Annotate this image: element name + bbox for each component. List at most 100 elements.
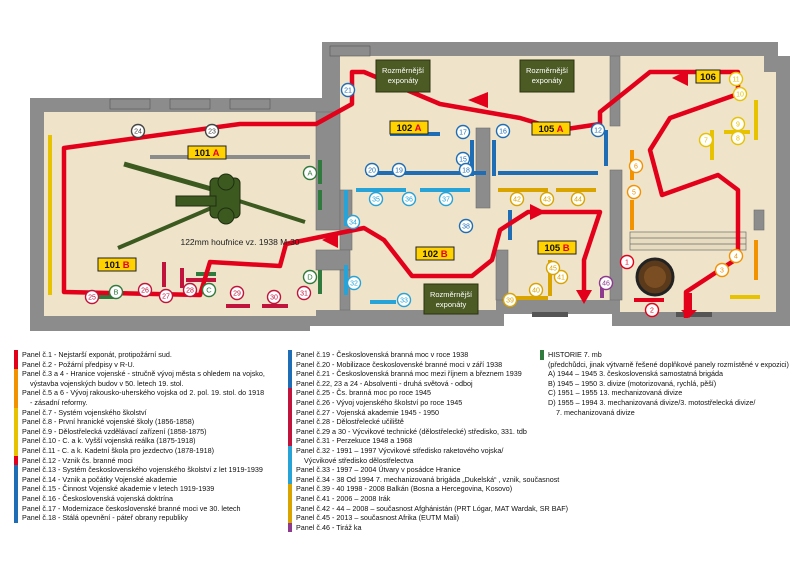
svg-text:105 B: 105 B	[544, 243, 569, 254]
svg-text:31: 31	[300, 291, 308, 298]
legend-text: Panel č.29 a 30 - Výcvikové technické (d…	[296, 426, 527, 436]
legend-swatch	[14, 436, 18, 446]
legend-text: (předchůdci, jinak výtvarně řešené doplň…	[548, 359, 789, 369]
legend-text: Panel č.13 - Systém československého voj…	[22, 465, 263, 475]
legend-swatch	[14, 513, 18, 523]
legend-text: Panel č.42 - 44 – 2008 – současnost Afgh…	[296, 503, 569, 513]
svg-text:3: 3	[720, 268, 724, 275]
legend-swatch	[288, 407, 292, 418]
panel-marker-18: 18	[458, 162, 474, 178]
panel-marker-44: 44	[570, 191, 586, 207]
legend-row: Panel č.45 - 2013 – současnost Afrika (E…	[288, 513, 568, 523]
legend-row: Panel č.5 a 6 - Vývoj rakousko-uherského…	[14, 388, 265, 398]
legend-swatch	[288, 397, 292, 408]
legend-text: Panel č.1 - Nejstarší exponát, protipožá…	[22, 350, 172, 359]
panel-marker-1: 1	[619, 254, 635, 270]
legend-swatch	[14, 359, 18, 370]
legend-text: Panel č.31 - Perzekuce 1948 a 1968	[296, 436, 413, 446]
exhibit-box-label: Rozměrnější	[382, 66, 425, 75]
legend-text: Panel č.26 - Vývoj vojenského školství p…	[296, 397, 463, 407]
svg-text:38: 38	[462, 224, 470, 231]
legend-row: Výcvikové středisko dělostřelectva	[288, 455, 568, 466]
svg-text:16: 16	[499, 129, 507, 136]
panel-marker-28: 28	[182, 282, 198, 298]
svg-text:26: 26	[141, 288, 149, 295]
legend-row: A) 1944 – 1945 3. československá samosta…	[540, 369, 789, 379]
panel-marker-37: 37	[438, 191, 454, 207]
legend-swatch	[288, 378, 292, 389]
exhibit-box-label: Rozměrnější	[526, 66, 569, 75]
panel-marker-43: 43	[539, 191, 555, 207]
svg-text:23: 23	[208, 129, 216, 136]
svg-text:B: B	[113, 288, 118, 297]
panel-marker-34: 34	[345, 214, 361, 230]
svg-text:12: 12	[594, 128, 602, 135]
legend-row: Panel č.10 - C. a k. Vyšší vojenská reál…	[14, 436, 265, 446]
panel-marker-17: 17	[455, 124, 471, 140]
panel-marker-2: 2	[644, 302, 660, 318]
panel-marker-19: 19	[391, 162, 407, 178]
legend-row: Panel č.22, 23 a 24 - Absolventi - druhá…	[288, 378, 568, 389]
svg-text:18: 18	[462, 168, 470, 175]
legend-text: Panel č.11 - C. a k. Kadetní škola pro j…	[22, 445, 215, 455]
panel-marker-45: 45	[545, 260, 561, 276]
legend-swatch	[288, 445, 292, 456]
legend-text: Panel č.5 a 6 - Vývoj rakousko-uherského…	[22, 388, 265, 398]
legend-col3: HISTORIE 7. mb(předchůdci, jinak výtvarn…	[540, 350, 789, 417]
legend-text: Panel č.39 - 40 1998 - 2008 Balkán (Bosn…	[296, 484, 513, 494]
svg-text:30: 30	[270, 295, 278, 302]
panel-marker-24: 24	[130, 123, 146, 139]
svg-text:101 A: 101 A	[194, 148, 219, 159]
legend-swatch	[14, 378, 18, 389]
panel-marker-36: 36	[401, 191, 417, 207]
exhibit-box-label: exponáty	[436, 300, 467, 309]
legend-text: Panel č.33 - 1997 – 2004 Útvary v posádc…	[296, 465, 461, 475]
legend-swatch	[540, 379, 544, 389]
legend-row: Panel č.34 - 38 Od 1994 7. mechanizovaná…	[288, 474, 568, 485]
room-label-102b: 102 B	[415, 246, 455, 261]
legend-row: 7. mechanizovaná divize	[540, 408, 789, 418]
legend-text: Panel č.28 - Dělostřelecké učiliště	[296, 417, 404, 427]
legend-swatch	[288, 465, 292, 475]
panel-marker-35: 35	[368, 191, 384, 207]
legend-row: C) 1951 – 1955 13. mechanizovaná divize	[540, 388, 789, 398]
floor-plan: Rozměrnější exponáty Rozměrnější exponát…	[30, 42, 790, 331]
legend-row: Panel č.32 - 1991 – 1997 Výcvikové střed…	[288, 445, 568, 456]
legend-text: Panel č.22, 23 a 24 - Absolventi - druhá…	[296, 378, 473, 388]
legend-text: B) 1945 – 1950 3. divize (motorizovaná, …	[548, 378, 717, 388]
legend-row: B) 1945 – 1950 3. divize (motorizovaná, …	[540, 379, 789, 389]
legend-row: - zásadní reformy.	[14, 397, 265, 408]
legend-row: Panel č.14 - Vznik a počátky Vojenské ak…	[14, 474, 265, 485]
svg-text:41: 41	[557, 275, 565, 282]
panel-marker-16: 16	[495, 123, 511, 139]
legend-row: (předchůdci, jinak výtvarně řešené doplň…	[540, 360, 789, 370]
legend-swatch	[288, 388, 292, 398]
svg-text:42: 42	[513, 197, 521, 204]
legend-text: Panel č.9 - Dělostřelecká vzdělávací zař…	[22, 426, 207, 436]
panel-marker-25: 25	[84, 289, 100, 305]
svg-text:6: 6	[634, 164, 638, 171]
legend-swatch	[14, 388, 18, 398]
legend-text: Panel č.19 - Československá branná moc v…	[296, 350, 469, 359]
route-path	[61, 69, 741, 318]
legend-text: D) 1955 – 1994 3. mechanizovaná divize/3…	[548, 397, 756, 407]
legend-swatch	[14, 397, 18, 408]
legend-row: Panel č.13 - Systém československého voj…	[14, 465, 265, 475]
panel-marker-3: 3	[714, 262, 730, 278]
exhibit-box-label: exponáty	[388, 76, 419, 85]
legend-swatch	[540, 398, 544, 408]
legend-row: Panel č.39 - 40 1998 - 2008 Balkán (Bosn…	[288, 484, 568, 494]
legend-row: Panel č.25 - Čs. branná moc po roce 1945	[288, 388, 568, 398]
svg-text:C: C	[206, 286, 212, 295]
svg-text:10: 10	[736, 92, 744, 99]
legend-swatch	[288, 503, 292, 514]
legend-swatch	[14, 369, 18, 379]
legend-row: Panel č.26 - Vývoj vojenského školství p…	[288, 397, 568, 408]
panel-marker-6: 6	[628, 158, 644, 174]
panel-marker-30: 30	[266, 289, 282, 305]
panel-marker-29: 29	[229, 285, 245, 301]
panel-marker-11: 11	[728, 71, 744, 87]
legend-row: Panel č.11 - C. a k. Kadetní škola pro j…	[14, 445, 265, 456]
legend-row: Panel č.9 - Dělostřelecká vzdělávací zař…	[14, 426, 265, 437]
gun-caption: 122mm houfnice vz. 1938 M-30	[180, 237, 299, 247]
